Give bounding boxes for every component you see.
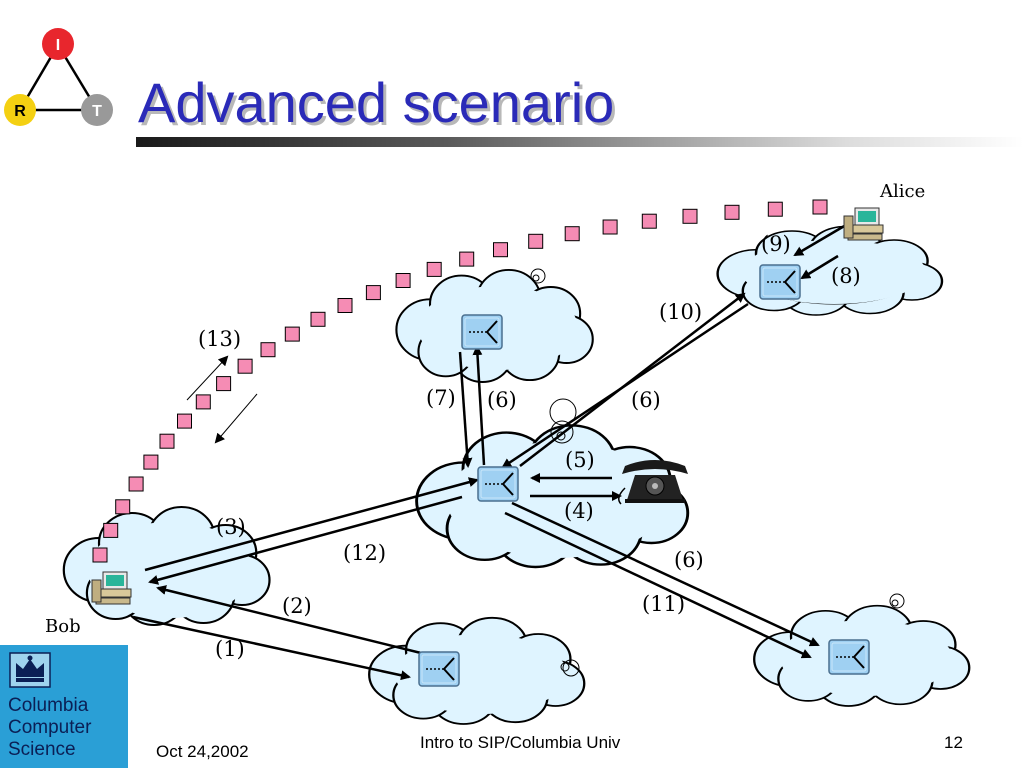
media-path-square [143,454,159,470]
media-path-square [564,226,580,242]
step-label-6-right: (6) [674,548,704,572]
person-label-bob: Bob [45,616,81,637]
crown-icon [9,652,51,688]
page-number: 12 [944,733,963,752]
step-label-7: (7) [426,386,456,410]
telephone-icon [618,460,688,505]
step-label-13: (13) [198,327,241,351]
media-path-square [310,311,326,327]
logo-line-computer: Computer [8,717,92,738]
media-path-square [682,208,698,224]
media-path-square [103,522,119,538]
media-path-square [426,261,442,277]
media-path [92,199,828,563]
step-label-3: (3) [216,515,246,539]
step-label-1: (1) [215,637,245,661]
irt-node-i: I [56,37,60,54]
step-label-10: (10) [659,300,702,324]
columbia-logo: Columbia Computer Science [0,645,128,768]
irt-node-t: T [92,103,102,120]
media-path-square [159,433,175,449]
media-path-square [284,326,300,342]
step-label-6-alice: (6) [631,388,661,412]
proxy-server-alice-icon [759,264,801,300]
media-path-square [177,413,192,429]
media-path-square [128,476,144,492]
media-path-square [493,242,508,258]
alice-computer-icon [843,207,884,241]
media-path-square [260,342,276,358]
proxy-server-right-icon [828,639,870,675]
media-path-square [365,285,381,301]
media-path-square [115,499,131,515]
step-label-6-top: (6) [487,388,517,412]
media-path-square [459,251,475,267]
media-path-square [216,376,232,392]
footer-title: Intro to SIP/Columbia Univ [420,733,621,752]
media-path-square [337,298,353,313]
footer-date: Oct 24,2002 [156,742,249,761]
proxy-server-top-icon [461,314,503,350]
media-path-square [92,547,108,563]
step-label-12: (12) [343,541,386,565]
media-path-square [812,199,828,215]
media-path-square [237,358,253,374]
media-path-square [395,273,411,288]
step-label-9: (9) [761,232,791,256]
step-label-11: (11) [642,592,685,616]
step-label-5: (5) [565,448,595,472]
media-path-square [641,213,657,229]
step-label-8: (8) [831,264,861,288]
media-path-square [767,201,783,217]
irt-logo: I R T [4,28,113,126]
proxy-server-center-icon [477,466,519,502]
title-underline [136,137,1024,147]
proxy-server-bottom-icon [418,651,460,687]
irt-node-r: R [14,103,26,120]
step-label-2: (2) [282,594,312,618]
logo-line-columbia: Columbia [8,695,89,716]
media-path-square [528,233,544,249]
page-title: Advanced scenario [138,71,615,134]
step-label-4: (4) [564,499,594,523]
media-path-square [602,219,618,235]
logo-line-science: Science [8,739,76,760]
media-path-square [724,204,740,220]
person-label-alice: Alice [879,181,925,202]
media-path-square [195,394,211,410]
